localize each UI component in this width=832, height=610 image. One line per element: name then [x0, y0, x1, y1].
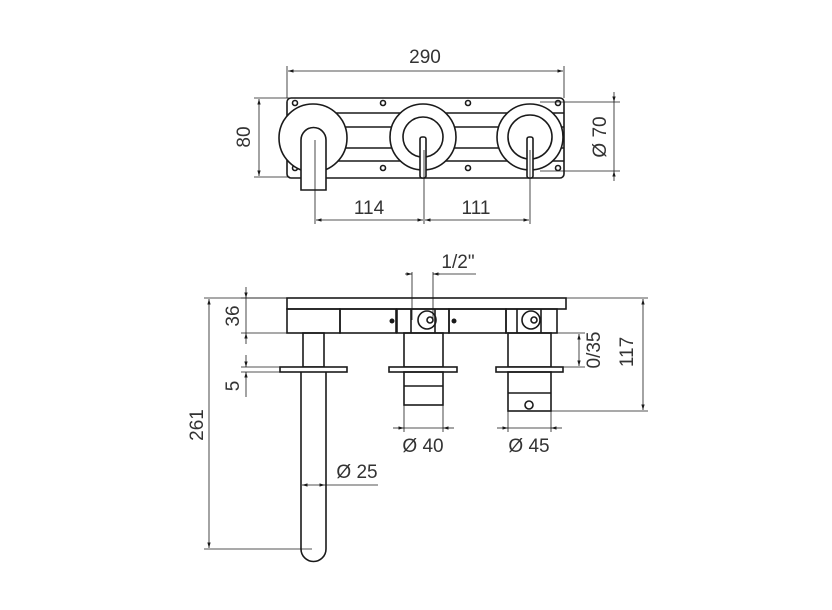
dimension-0-35: 0/35 — [557, 332, 605, 369]
height-label: 80 — [234, 126, 255, 147]
spacing-111-label: 111 — [462, 198, 491, 219]
diameter-40-label: Ø 40 — [402, 436, 443, 457]
mixer-lever — [419, 136, 427, 179]
body — [286, 308, 558, 334]
projection-117-label: 117 — [617, 337, 638, 367]
dimension-36: 36 — [223, 287, 287, 344]
dimension-spacing: 114 111 — [314, 140, 531, 224]
thread-label: 1/2" — [441, 252, 474, 273]
dimension-261: 261 — [187, 297, 312, 550]
cover-plate — [286, 297, 567, 310]
side-view: 1/2" 36 5 261 0/35 117 — [187, 252, 648, 563]
mixer-side — [388, 332, 458, 406]
dimension-80: 80 — [234, 97, 290, 178]
dimension-thread: 1/2" — [405, 252, 476, 320]
diverter-side — [495, 332, 564, 412]
spacing-114-label: 114 — [354, 198, 385, 219]
diameter-25-label: Ø 25 — [336, 462, 377, 483]
width-label: 290 — [409, 47, 441, 68]
diameter-45-label: Ø 45 — [508, 436, 549, 457]
spout-side — [279, 332, 348, 563]
top-view: 290 80 Ø 70 114 111 — [234, 47, 620, 224]
dimension-5: 5 — [223, 355, 280, 397]
dimension-290: 290 — [286, 47, 565, 98]
height-261-label: 261 — [187, 409, 208, 441]
adjust-label: 0/35 — [584, 332, 605, 369]
diameter-70-label: Ø 70 — [590, 116, 611, 157]
dimension-diameter-45: Ø 45 — [497, 411, 562, 457]
dimension-diameter-70: Ø 70 — [540, 92, 620, 181]
spout-top — [300, 126, 327, 191]
flange-5-label: 5 — [223, 381, 244, 392]
dimension-diameter-25: Ø 25 — [302, 462, 378, 487]
dimension-117: 117 — [551, 297, 648, 412]
depth-36-label: 36 — [223, 305, 244, 326]
dimension-diameter-40: Ø 40 — [393, 405, 454, 457]
